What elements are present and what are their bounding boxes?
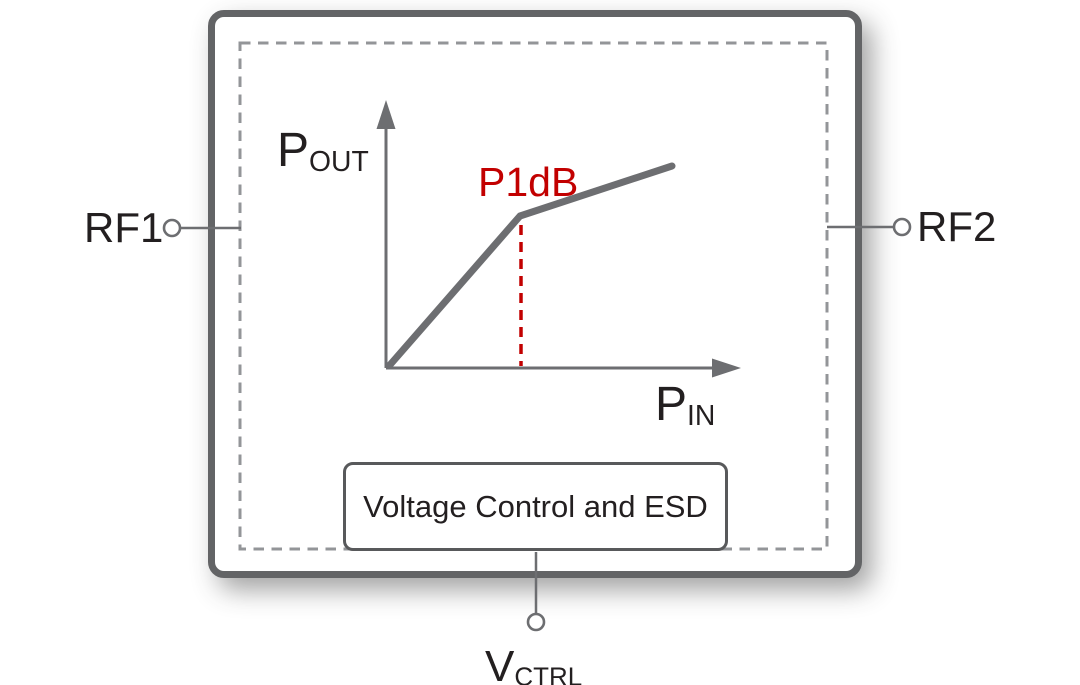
pout-axis-label-subscript: OUT [309,146,369,179]
pout-axis-label: POUT [277,124,369,179]
rf2-terminal-icon [892,217,912,237]
pin-axis-label-subscript: IN [687,400,716,433]
voltage-control-block-label: Voltage Control and ESD [363,488,708,524]
pout-axis-label-main: P [277,124,310,177]
voltage-control-block: Voltage Control and ESD [343,462,728,551]
vctrl-port-label-subscript: CTRL [514,661,583,685]
pin-axis-label: PIN [655,378,716,433]
vctrl-port-label-main: V [485,642,515,685]
rf1-port-label: RF1 [84,204,164,251]
p1db-annotation-label: P1dB [478,159,579,205]
rf1-terminal-icon [162,218,182,238]
vctrl-terminal-icon [526,612,546,632]
pin-axis-label-main: P [655,378,688,431]
rf2-port-label: RF2 [917,203,997,250]
vctrl-port-label: VCTRL [485,645,582,685]
